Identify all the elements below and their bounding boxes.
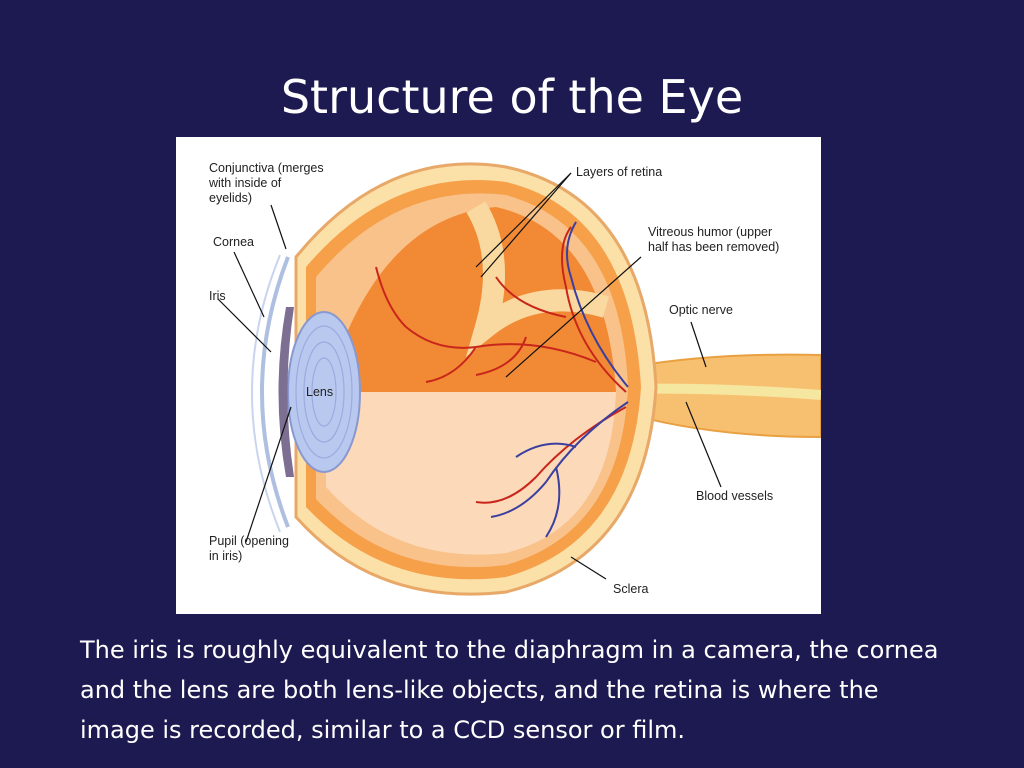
optic-nerve-shape <box>605 353 821 439</box>
blood-vessels-blue <box>490 221 629 538</box>
eye-illustration <box>217 162 821 596</box>
lens-shape <box>287 311 361 473</box>
eye-diagram: Conjunctiva (merges with inside of eyeli… <box>176 137 821 614</box>
label-lens: Lens <box>306 385 334 399</box>
slide-title: Structure of the Eye <box>280 70 744 124</box>
label-vitreous-humor: Vitreous humor (upper half has been remo… <box>648 225 780 254</box>
label-blood-vessels: Blood vessels <box>696 489 774 503</box>
label-iris: Iris <box>209 289 226 303</box>
label-optic-nerve: Optic nerve <box>669 303 733 317</box>
cornea-shape <box>260 256 290 528</box>
label-sclera: Sclera <box>613 582 649 596</box>
label-conjunctiva: Conjunctiva (merges with inside of eyeli… <box>209 161 324 205</box>
label-layers-of-retina: Layers of retina <box>576 165 663 179</box>
pointer-lines <box>217 172 722 580</box>
blood-vessels-red <box>375 226 627 504</box>
label-cornea: Cornea <box>213 235 254 249</box>
slide-caption: The iris is roughly equivalent to the di… <box>80 636 939 744</box>
vitreous-upper-cut <box>326 207 616 392</box>
vitreous-lower <box>326 392 616 555</box>
label-pupil: Pupil (opening in iris) <box>209 534 289 563</box>
